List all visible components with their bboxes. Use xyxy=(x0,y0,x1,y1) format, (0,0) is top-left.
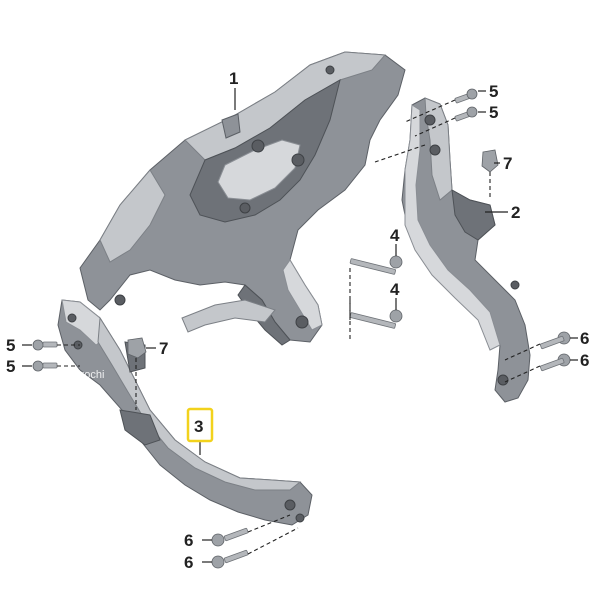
callout-4-upper: 4 xyxy=(390,226,400,245)
callout-6-right-upper: 6 xyxy=(580,329,589,348)
callout-6-bottom-lower: 6 xyxy=(184,553,193,572)
callout-3-highlighted[interactable]: 3 xyxy=(186,407,214,443)
watermark-text: hirochi xyxy=(72,369,104,381)
callout-6-right-lower: 6 xyxy=(580,351,589,370)
bolt-4-lower xyxy=(349,309,403,329)
bolt-6-right-upper xyxy=(539,331,571,350)
callout-4-lower: 4 xyxy=(390,280,400,299)
clip-7-right xyxy=(481,149,499,173)
part-1-main-bracket xyxy=(79,51,406,346)
bolt-5-left-upper xyxy=(32,339,58,351)
callout-5-top-upper: 5 xyxy=(489,82,498,101)
callout-5-left-upper: 5 xyxy=(6,336,15,355)
part-2-right-bracket xyxy=(401,97,531,403)
bolt-6-bottom-upper xyxy=(211,527,249,547)
callout-2: 2 xyxy=(511,203,520,222)
callout-5-left-lower: 5 xyxy=(6,357,15,376)
callout-3: 3 xyxy=(194,417,203,436)
assembly-dashed-lines xyxy=(57,99,541,555)
highlight-box xyxy=(186,407,214,443)
clip-7-left xyxy=(127,337,147,359)
bolt-5-top-right-upper xyxy=(454,88,478,104)
bolt-5-top-right-lower xyxy=(454,106,478,122)
bolt-5-left-lower xyxy=(32,360,58,372)
callout-7-left: 7 xyxy=(159,339,168,358)
bolt-6-bottom-lower xyxy=(211,549,249,569)
bolt-6-right-lower xyxy=(539,353,571,372)
callout-7-right: 7 xyxy=(503,154,512,173)
leader-lines xyxy=(22,88,578,563)
callout-5-top-lower: 5 xyxy=(489,103,498,122)
callout-1: 1 xyxy=(229,69,238,88)
part-3-lower-bracket: hirochi xyxy=(57,299,313,526)
callout-6-bottom-upper: 6 xyxy=(184,531,193,550)
bolt-4-upper xyxy=(349,255,403,275)
